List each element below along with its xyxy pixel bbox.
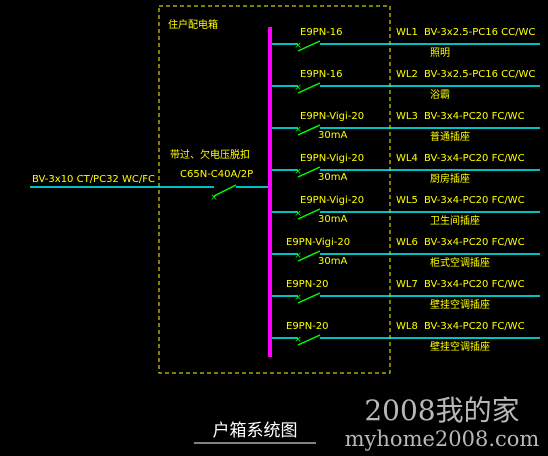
circuit-load-name-8: 壁挂空调插座	[430, 340, 490, 353]
circuit-cable-7: BV-3x4-PC20 FC/WC	[424, 279, 525, 290]
circuit-breaker-model-2: E9PN-16	[300, 69, 343, 80]
circuit-rcd-rating-6: 30mA	[318, 256, 347, 267]
circuit-id-5: WL5	[396, 195, 418, 206]
circuit-breaker-model-7: E9PN-20	[286, 279, 329, 290]
circuit-breaker-model-4: E9PN-Vigi-20	[300, 153, 364, 164]
circuit-breaker-model-1: E9PN-16	[300, 27, 343, 38]
circuit-id-8: WL8	[396, 321, 418, 332]
incoming-breaker-x-mark: ×	[210, 193, 218, 203]
circuit-id-7: WL7	[396, 279, 418, 290]
circuit-cable-3: BV-3x4-PC20 FC/WC	[424, 111, 525, 122]
circuit-id-1: WL1	[396, 27, 418, 38]
diagram-caption: 户箱系统图	[213, 421, 298, 441]
circuit-breaker-blade-8	[297, 334, 321, 346]
circuit-breaker-blade-5	[297, 208, 321, 220]
circuit-load-name-3: 普通插座	[430, 130, 470, 143]
circuit-breaker-blade-2	[297, 82, 321, 94]
circuit-breaker-x-mark-5: ×	[294, 209, 302, 219]
circuit-load-name-6: 柜式空调插座	[430, 256, 490, 269]
circuit-breaker-blade-7	[297, 292, 321, 304]
watermark-sub: myhome2008.com	[345, 427, 540, 451]
circuit-breaker-x-mark-4: ×	[294, 167, 302, 177]
incoming-cable-label: BV-3x10 CT/PC32 WC/FC	[32, 174, 155, 185]
circuit-breaker-x-mark-3: ×	[294, 125, 302, 135]
circuit-breaker-model-6: E9PN-Vigi-20	[286, 237, 350, 248]
circuit-load-name-7: 壁挂空调插座	[430, 298, 490, 311]
circuit-cable-8: BV-3x4-PC20 FC/WC	[424, 321, 525, 332]
circuit-breaker-blade-4	[297, 166, 321, 178]
circuit-rcd-rating-3: 30mA	[318, 130, 347, 141]
circuit-rcd-rating-5: 30mA	[318, 214, 347, 225]
box-label: 住户配电箱	[168, 18, 218, 31]
circuit-breaker-x-mark-1: ×	[294, 41, 302, 51]
circuit-id-4: WL4	[396, 153, 418, 164]
circuit-cable-4: BV-3x4-PC20 FC/WC	[424, 153, 525, 164]
circuit-id-3: WL3	[396, 111, 418, 122]
circuit-breaker-model-3: E9PN-Vigi-20	[300, 111, 364, 122]
circuit-load-name-1: 照明	[430, 47, 450, 59]
circuit-cable-6: BV-3x4-PC20 FC/WC	[424, 237, 525, 248]
circuit-breaker-blade-6	[297, 250, 321, 262]
circuit-rcd-rating-4: 30mA	[318, 172, 347, 183]
circuit-id-2: WL2	[396, 69, 418, 80]
watermark-main: 2008我的家	[364, 394, 519, 427]
circuit-breaker-blade-1	[297, 40, 321, 52]
incoming-breaker-blade	[213, 184, 237, 197]
circuit-load-name-5: 卫生间插座	[430, 214, 480, 227]
circuit-load-name-2: 浴霸	[430, 89, 450, 101]
circuit-cable-1: BV-3x2.5-PC16 CC/WC	[424, 27, 535, 38]
circuit-load-name-4: 厨房插座	[430, 172, 470, 185]
circuit-id-6: WL6	[396, 237, 418, 248]
busbar	[268, 27, 272, 357]
circuit-cable-5: BV-3x4-PC20 FC/WC	[424, 195, 525, 206]
circuit-breaker-blade-3	[297, 124, 321, 136]
distribution-box-outline	[158, 5, 391, 374]
circuit-cable-2: BV-3x2.5-PC16 CC/WC	[424, 69, 535, 80]
circuit-breaker-x-mark-7: ×	[294, 293, 302, 303]
circuit-breaker-x-mark-6: ×	[294, 251, 302, 261]
circuit-breaker-x-mark-8: ×	[294, 335, 302, 345]
circuit-breaker-model-8: E9PN-20	[286, 321, 329, 332]
incoming-breaker-model: C65N-C40A/2P	[180, 169, 253, 180]
circuit-breaker-model-5: E9PN-Vigi-20	[300, 195, 364, 206]
incoming-breaker-desc: 带过、欠电压脱扣	[170, 148, 250, 161]
circuit-breaker-x-mark-2: ×	[294, 83, 302, 93]
